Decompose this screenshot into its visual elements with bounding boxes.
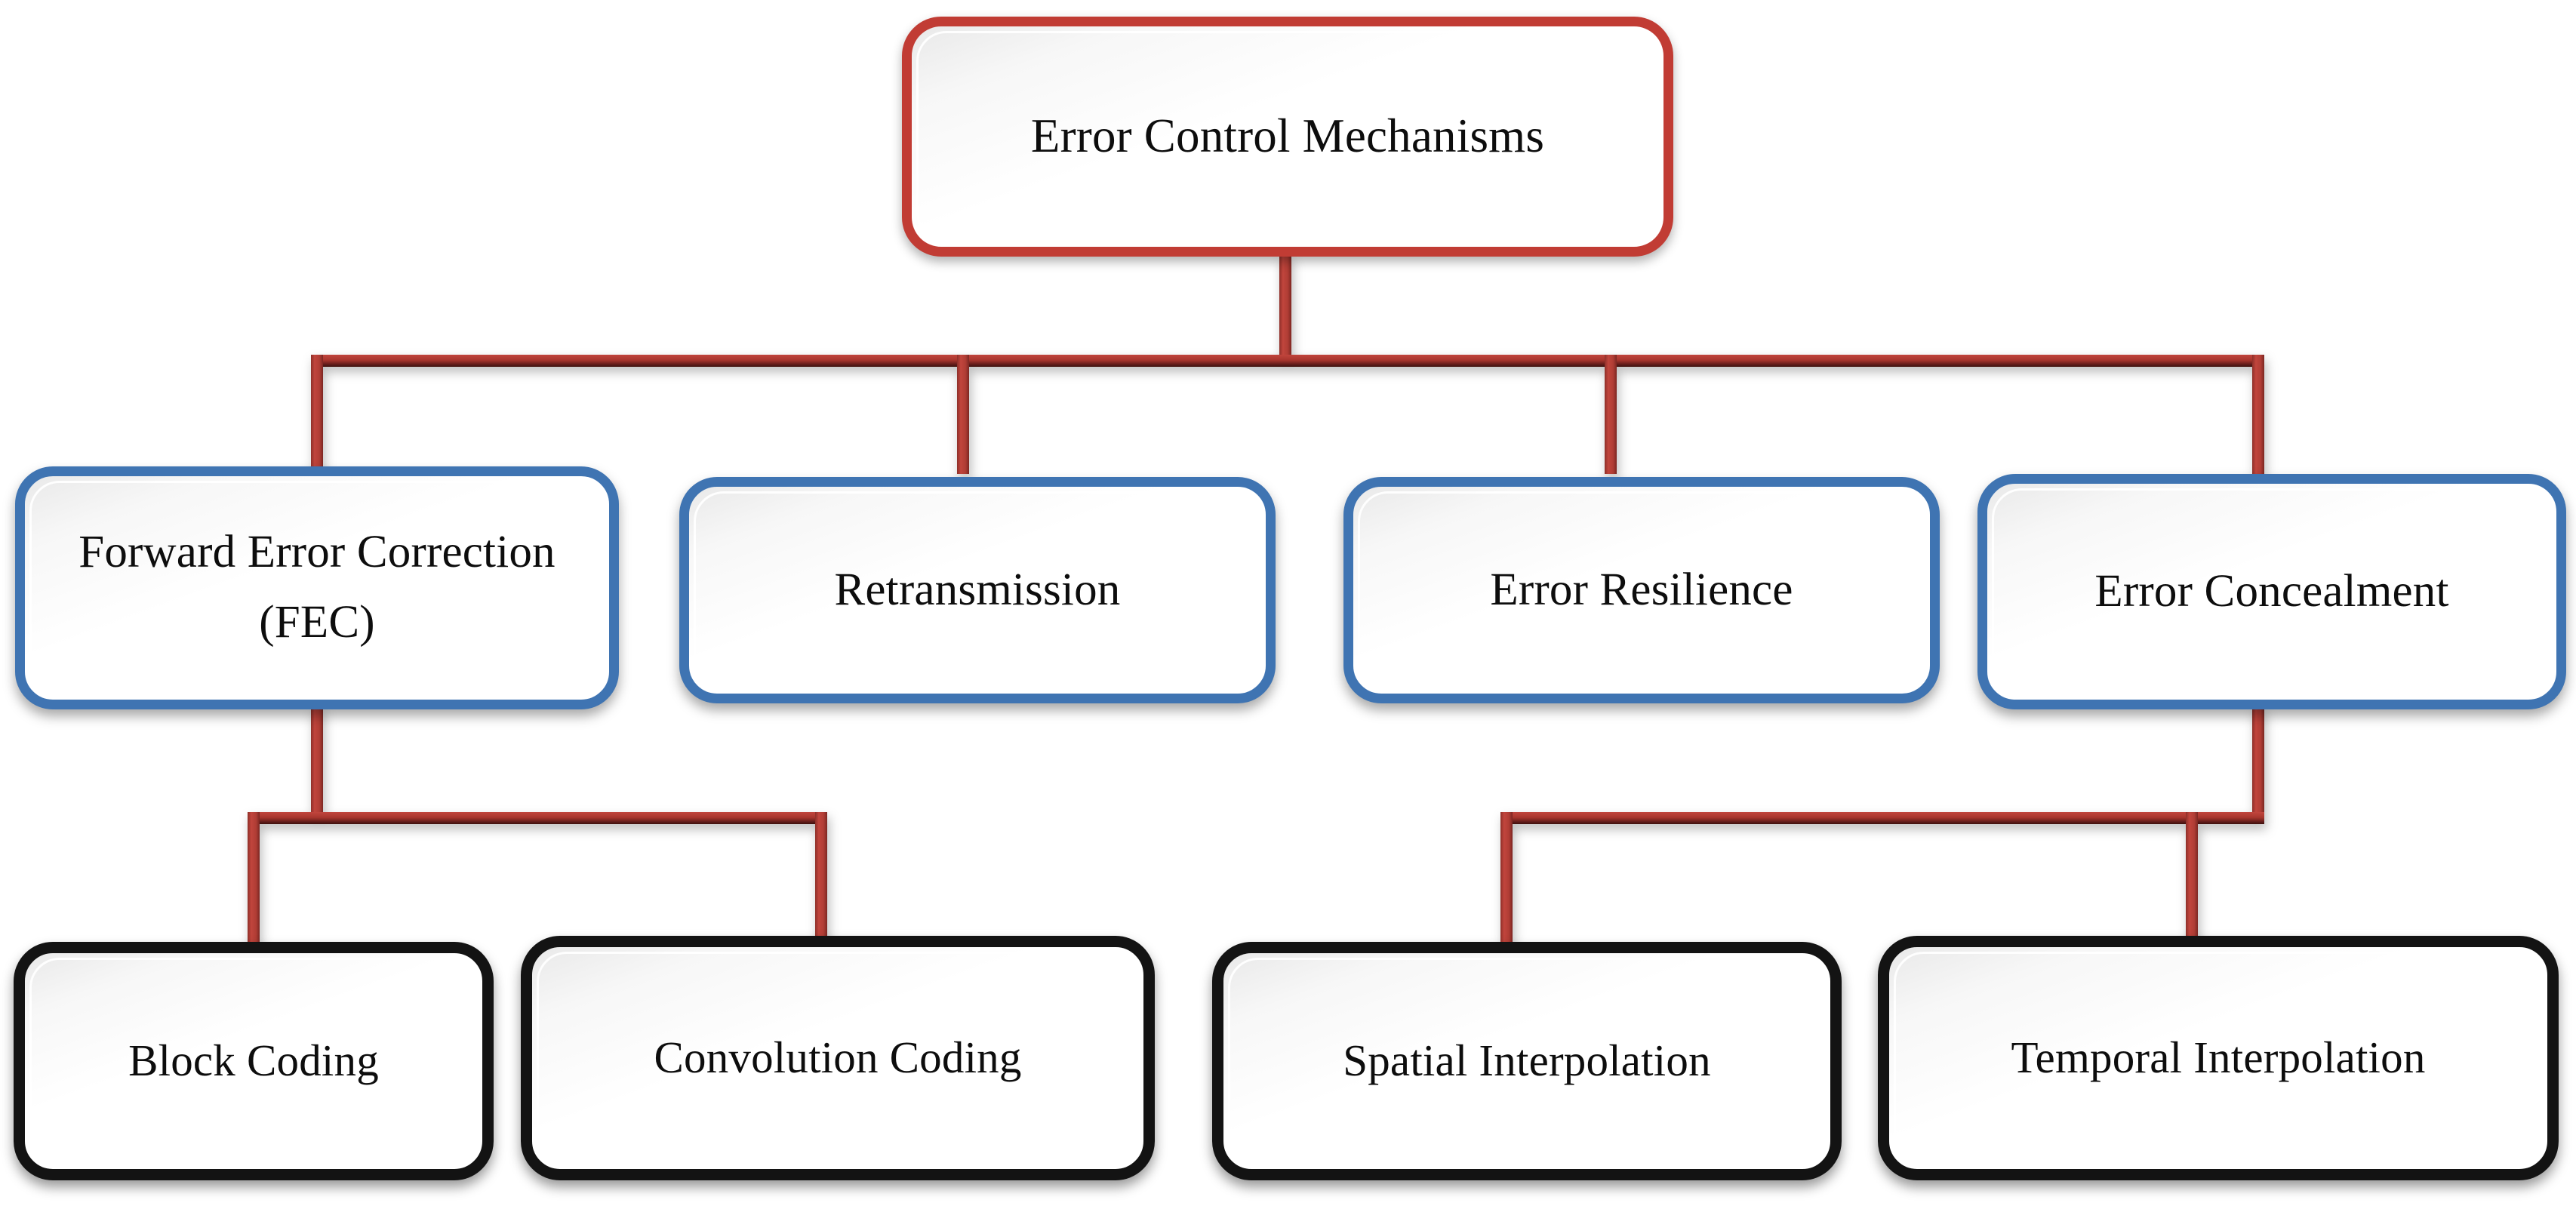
node-label: Block Coding	[128, 1035, 379, 1086]
node-label: Error Resilience	[1490, 564, 1793, 615]
node-error-control-mechanisms[interactable]: Error Control Mechanisms	[902, 17, 1673, 257]
node-label: Error Control Mechanisms	[1030, 109, 1545, 163]
edges-fec-to-level3	[248, 706, 827, 945]
node-block-coding[interactable]: Block Coding	[14, 942, 494, 1180]
edge-root-stem	[1279, 255, 1291, 365]
node-label: Spatial Interpolation	[1343, 1035, 1711, 1086]
edge-drop-resilience	[1605, 355, 1617, 474]
edge-concealment-bus	[1500, 812, 2264, 824]
node-label: Temporal Interpolation	[2011, 1032, 2426, 1083]
node-retransmission[interactable]: Retransmission	[679, 477, 1276, 703]
node-error-resilience[interactable]: Error Resilience	[1343, 477, 1940, 703]
node-label: Retransmission	[834, 564, 1121, 615]
node-label: Forward Error Correction (FEC)	[78, 527, 556, 648]
edge-drop-concealment	[2252, 355, 2264, 474]
edge-fec-bus	[248, 812, 827, 824]
edge-drop-block-coding	[248, 812, 260, 945]
edge-drop-spatial-interpolation	[1500, 812, 1513, 945]
edges-root-to-level2	[311, 255, 2264, 474]
edge-level2-bus	[311, 355, 2264, 367]
edge-drop-temporal-interpolation	[2186, 812, 2198, 945]
node-error-concealment[interactable]: Error Concealment	[1977, 474, 2566, 709]
edge-drop-retransmission	[957, 355, 969, 474]
edge-drop-convolution-coding	[815, 812, 827, 945]
edge-concealment-stem	[2252, 706, 2264, 818]
edge-fec-stem	[311, 706, 323, 818]
node-label: Convolution Coding	[654, 1032, 1022, 1083]
node-spatial-interpolation[interactable]: Spatial Interpolation	[1212, 942, 1842, 1180]
node-label: Error Concealment	[2094, 565, 2449, 617]
node-convolution-coding[interactable]: Convolution Coding	[521, 936, 1155, 1180]
edge-drop-fec	[311, 355, 323, 474]
node-temporal-interpolation[interactable]: Temporal Interpolation	[1878, 936, 2559, 1180]
edges-concealment-to-level3	[1500, 706, 2264, 945]
node-forward-error-correction[interactable]: Forward Error Correction (FEC)	[15, 466, 619, 709]
